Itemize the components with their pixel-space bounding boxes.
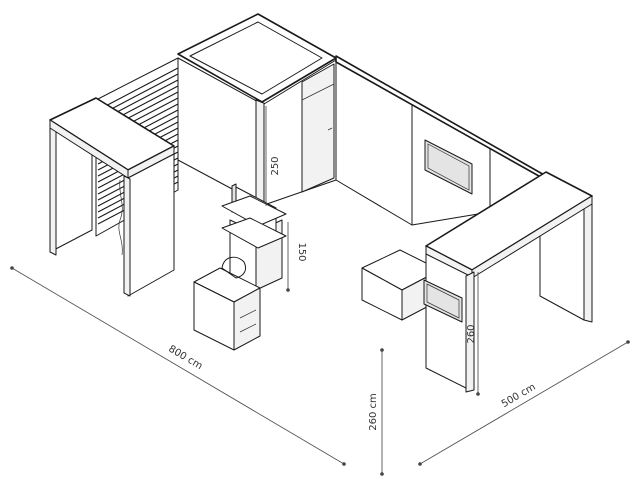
wall-screen [424,139,473,195]
counter-drawer-2 [239,323,257,333]
wall-screen-inner [427,143,470,191]
storage-door [301,63,335,193]
left-portal-front-leg [127,153,175,297]
dim-label-length: 800 cm [166,344,204,373]
dim-label-height-corner: 250 [270,156,281,175]
chair [221,256,247,279]
roof-frame-inner [189,21,323,95]
plant-decor [118,179,123,256]
dim-label-height-side: 260 [466,324,477,343]
portal-screen-inner [426,283,460,319]
left-portal-back-leg-side [49,121,57,256]
display-shelf-mid [221,217,287,249]
right-portal-front-leg-side [465,271,475,393]
right-portal-back-leg-side [583,197,593,323]
left-portal-front-leg-side [123,175,131,297]
portal-screen [423,279,463,323]
counter-drawer-1 [239,309,257,319]
dim-label-height-counter: 150 [296,242,307,261]
dim-label-height-front: 260 cm [368,393,379,431]
dim-line-depth [419,341,629,465]
dim-line-length [11,267,345,465]
right-portal-front-leg [425,253,471,391]
right-side-wall [335,59,413,226]
door-frame-line [301,83,335,101]
counter-side [233,287,261,351]
door-handle [327,127,333,131]
